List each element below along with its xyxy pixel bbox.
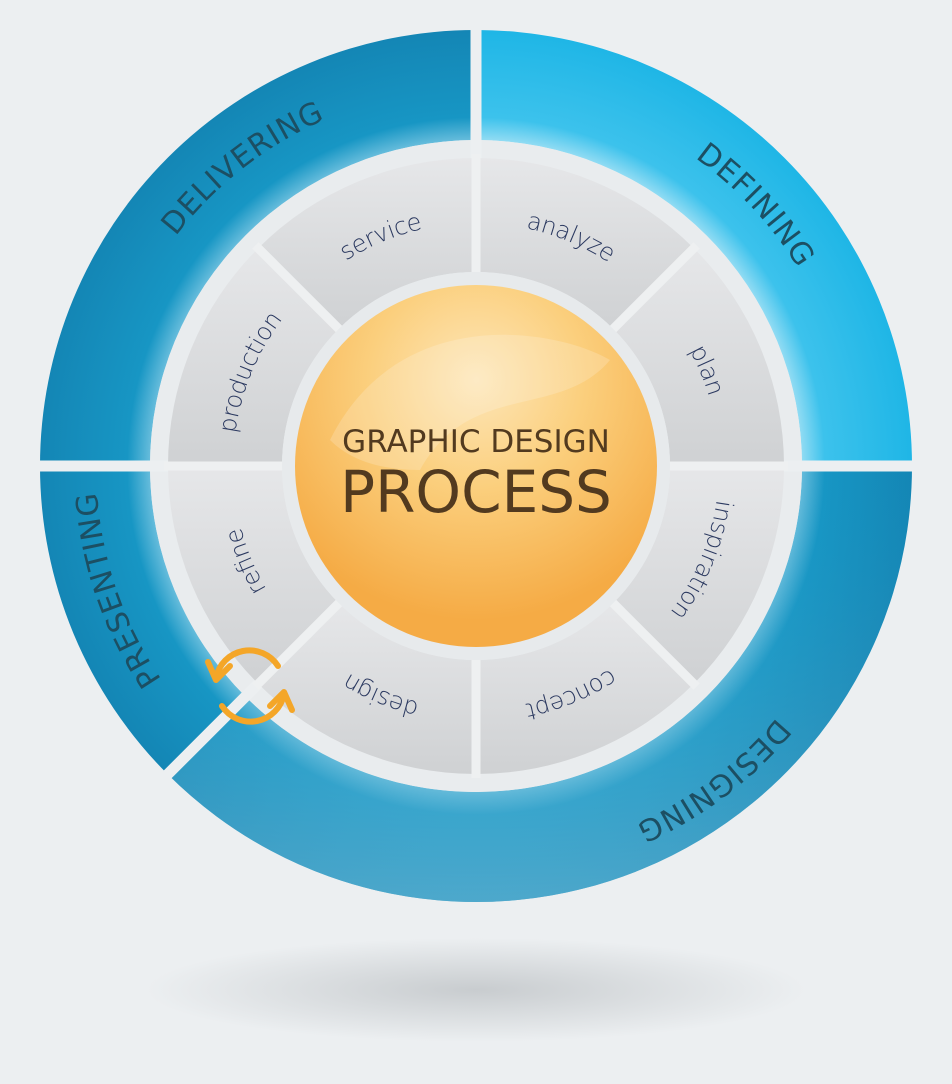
step-segment	[258, 158, 476, 329]
phase-segment-shade	[167, 466, 913, 902]
phase-segment	[40, 30, 476, 466]
phase-divider	[160, 678, 264, 782]
step-segment	[168, 248, 339, 466]
step-segment	[613, 466, 784, 684]
floor-shadow	[146, 938, 806, 1042]
step-segment	[476, 158, 694, 329]
phase-segment	[476, 30, 912, 466]
refresh-cycle-icon	[205, 647, 295, 725]
step-segment	[476, 603, 694, 775]
center-title: GRAPHIC DESIGN	[342, 424, 610, 460]
step-divider	[607, 242, 700, 335]
phase-segment	[40, 466, 246, 775]
step-divider	[607, 597, 700, 690]
center-subtitle: PROCESS	[340, 458, 612, 526]
step-segment	[168, 466, 339, 684]
step-divider	[252, 597, 345, 690]
inner-ring	[164, 154, 788, 778]
step-divider	[252, 242, 345, 335]
step-segment	[613, 248, 784, 466]
step-segment	[258, 603, 476, 774]
center-disc: GRAPHIC DESIGN PROCESS	[282, 272, 670, 660]
